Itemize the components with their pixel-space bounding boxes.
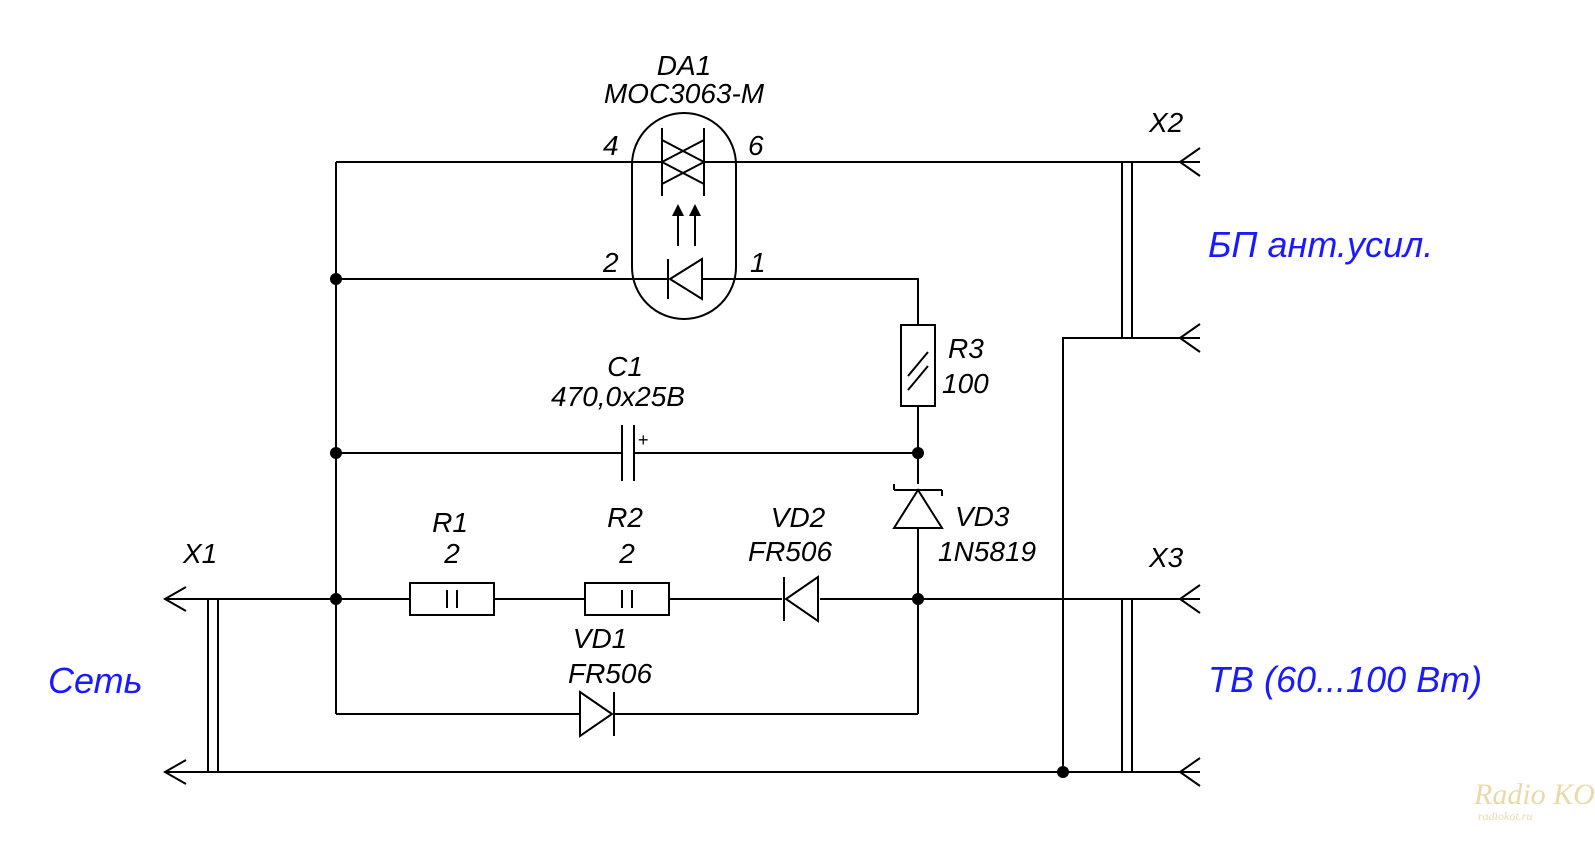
r3-value: 100 [942, 368, 989, 399]
connector-x3 [1121, 584, 1201, 787]
pin-4: 4 [603, 130, 619, 161]
da1-part: MOC3063-M [604, 78, 765, 109]
vd1-part: FR506 [568, 658, 652, 689]
vd1-ref: VD1 [573, 623, 627, 654]
mains-label: Сеть [48, 660, 143, 701]
diode-vd3 [892, 484, 944, 529]
vd3-part: 1N5819 [938, 536, 1036, 567]
c1-ref: C1 [607, 351, 643, 382]
pin-6: 6 [748, 130, 764, 161]
r2-ref: R2 [607, 502, 643, 533]
junctions [330, 273, 1069, 778]
diode-vd2 [783, 575, 819, 623]
labels: DA1 MOC3063-M 4 6 2 1 X2 X3 X1 R3 100 C1… [48, 50, 1482, 701]
r2-value: 2 [618, 538, 635, 569]
optocoupler-da1 [631, 112, 737, 320]
amp-psu-label: БП ант.усил. [1208, 224, 1433, 265]
capacitor-c1 [621, 425, 635, 481]
pin-1: 1 [750, 247, 766, 278]
resistor-r1 [409, 582, 495, 616]
x3-label: X3 [1148, 542, 1184, 573]
watermark-line2: radiokot.ru [1478, 809, 1532, 823]
connector-x1 [162, 586, 219, 785]
diode-vd1 [579, 690, 615, 738]
vd3-ref: VD3 [955, 501, 1010, 532]
watermark-line1: Radio KOT [1473, 778, 1595, 811]
watermark-logo: Radio KOT radiokot.ru [1473, 778, 1595, 823]
x1-label: X1 [182, 538, 217, 569]
c1-value: 470,0x25B [551, 381, 685, 412]
r3-ref: R3 [948, 333, 984, 364]
r1-ref: R1 [432, 507, 468, 538]
resistor-r3 [900, 324, 936, 407]
da1-ref: DA1 [657, 50, 711, 81]
x2-label: X2 [1148, 107, 1184, 138]
c1-plus: + [638, 430, 649, 450]
vd2-part: FR506 [748, 536, 832, 567]
connector-x2 [1121, 147, 1201, 353]
resistor-r2 [584, 582, 670, 616]
r1-value: 2 [443, 538, 460, 569]
vd2-ref: VD2 [771, 502, 826, 533]
wires [165, 161, 1200, 773]
pin-2: 2 [602, 247, 619, 278]
tv-label: ТВ (60...100 Вт) [1208, 659, 1482, 700]
